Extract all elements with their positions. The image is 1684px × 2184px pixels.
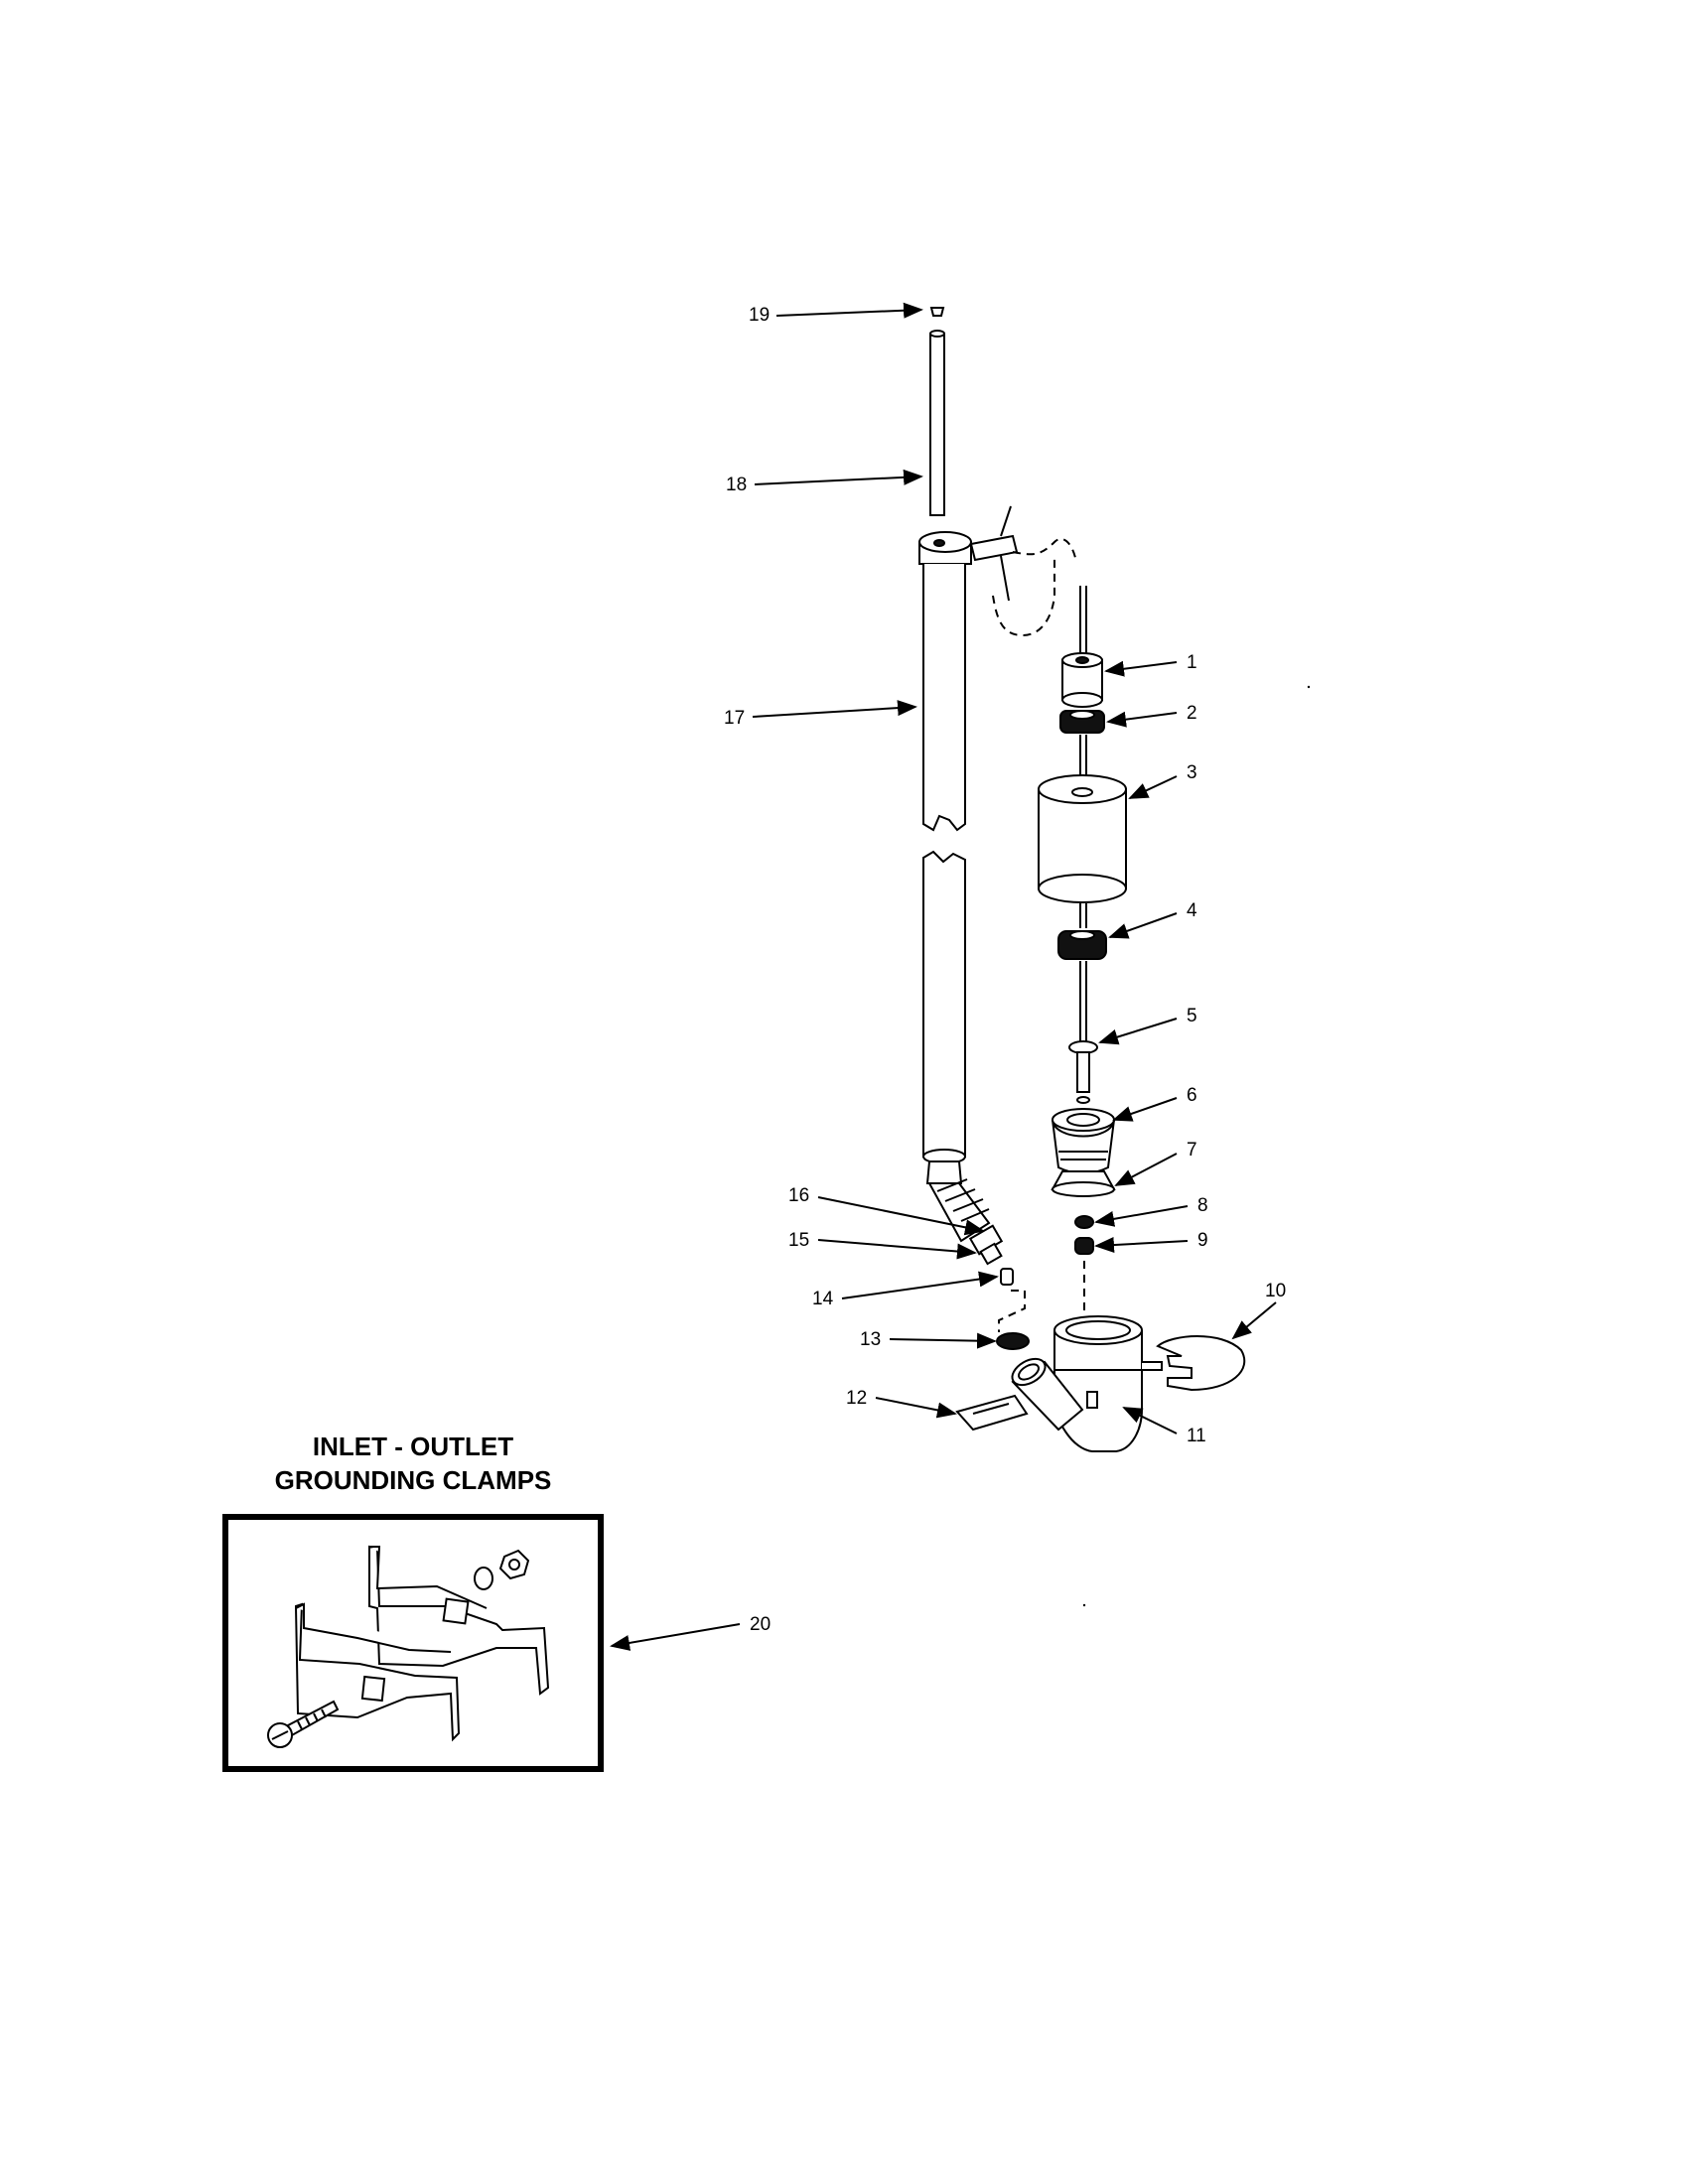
callout-label-4: 4 — [1187, 900, 1197, 921]
callout-18: 18 — [726, 469, 923, 495]
screw-icon — [267, 1700, 340, 1748]
part-4-grommet — [1057, 930, 1107, 960]
callout-label-11: 11 — [1187, 1426, 1206, 1446]
callout-label-7: 7 — [1187, 1140, 1197, 1160]
part-10-clip — [1156, 1335, 1246, 1392]
callout-label-3: 3 — [1187, 762, 1197, 783]
callout-9: 9 — [1094, 1230, 1208, 1254]
callout-6: 6 — [1112, 1085, 1197, 1122]
speck — [1307, 685, 1311, 689]
part-12-clip — [955, 1394, 1029, 1432]
callout-label-10: 10 — [1265, 1281, 1286, 1301]
washer-icon — [474, 1567, 493, 1590]
callout-16: 16 — [788, 1185, 985, 1236]
part-5-stem — [1068, 961, 1098, 1093]
callout-20: 20 — [610, 1614, 771, 1651]
callout-15: 15 — [788, 1230, 977, 1260]
callout-10: 10 — [1231, 1281, 1286, 1340]
part-16-elbow — [927, 1178, 991, 1243]
callout-label-16: 16 — [788, 1185, 809, 1206]
part-7-seat — [1051, 1170, 1116, 1197]
callout-label-13: 13 — [860, 1329, 881, 1350]
part-13-screen — [996, 1332, 1030, 1350]
callout-label-8: 8 — [1197, 1195, 1208, 1216]
callout-label-19: 19 — [749, 305, 770, 326]
callout-label-18: 18 — [726, 475, 747, 495]
part-1-float-guide — [1061, 652, 1103, 708]
callout-label-6: 6 — [1187, 1085, 1197, 1106]
callout-label-1: 1 — [1187, 652, 1197, 673]
part-17-brine-well — [918, 505, 1019, 1184]
callout-17: 17 — [724, 700, 917, 729]
callout-2: 2 — [1106, 703, 1197, 728]
callout-3: 3 — [1128, 762, 1197, 799]
grounding-clamps-inset: INLET - OUTLET GROUNDING CLAMPS — [222, 1432, 604, 1772]
part-14-insert — [1000, 1268, 1014, 1286]
nut-icon — [498, 1549, 530, 1580]
part-6-valve-body — [1052, 1096, 1115, 1174]
callout-12: 12 — [846, 1388, 957, 1419]
callout-8: 8 — [1094, 1195, 1208, 1227]
callout-14: 14 — [812, 1271, 999, 1309]
callout-label-20: 20 — [750, 1614, 771, 1635]
part-11-valve-housing — [1011, 1315, 1163, 1452]
callout-5: 5 — [1098, 1006, 1197, 1045]
callout-4: 4 — [1108, 900, 1197, 939]
speck — [1082, 1603, 1086, 1607]
float-assembly — [1038, 586, 1127, 1320]
part-18-rod — [929, 333, 945, 516]
callout-19: 19 — [749, 302, 923, 326]
inset-title-line2: GROUNDING CLAMPS — [275, 1465, 552, 1495]
callout-label-17: 17 — [724, 708, 745, 729]
part-2-grommet — [1059, 710, 1105, 734]
callout-11: 11 — [1122, 1407, 1206, 1446]
callout-label-5: 5 — [1187, 1006, 1197, 1026]
part-9-insert — [1074, 1237, 1094, 1255]
brine-well-assembly — [918, 307, 1030, 1350]
callout-label-9: 9 — [1197, 1230, 1208, 1251]
callout-label-12: 12 — [846, 1388, 867, 1409]
part-3-float — [1038, 774, 1127, 903]
callout-7: 7 — [1114, 1140, 1197, 1186]
inset-title-line1: INLET - OUTLET — [313, 1432, 513, 1461]
part-19-cap — [929, 307, 945, 317]
callout-1: 1 — [1104, 652, 1197, 677]
callout-label-15: 15 — [788, 1230, 809, 1251]
part-8-washer — [1074, 1215, 1094, 1229]
callout-label-2: 2 — [1187, 703, 1197, 724]
callout-label-14: 14 — [812, 1289, 834, 1309]
callout-13: 13 — [860, 1329, 997, 1350]
